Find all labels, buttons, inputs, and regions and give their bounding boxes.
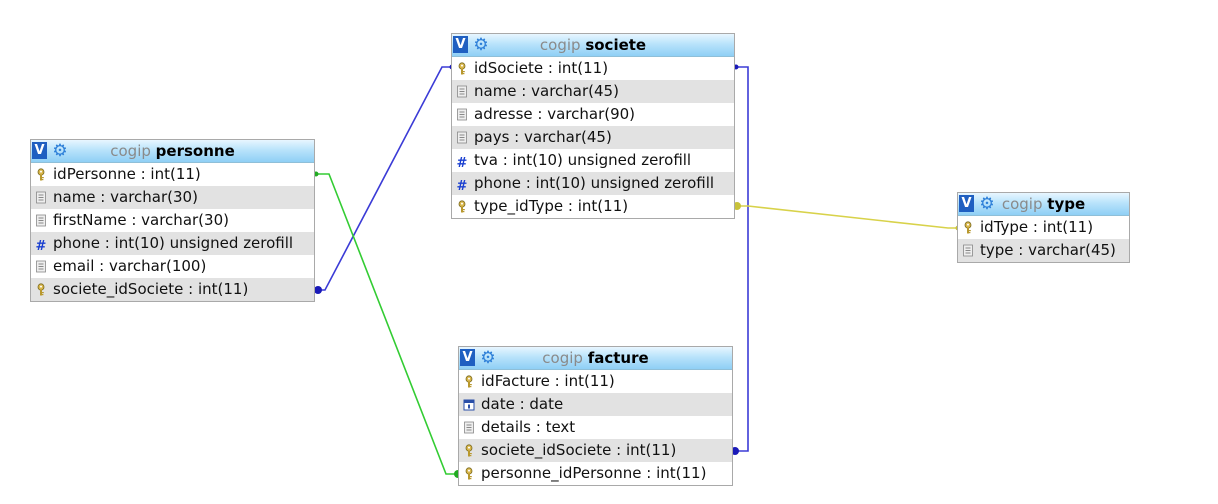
column-row[interactable]: # phone : int(10) unsigned zerofill	[31, 232, 314, 255]
table-societe[interactable]: V ⚙ cogip societe idSociete : int(11) nam…	[451, 33, 735, 219]
column-label: societe_idSociete : int(11)	[481, 441, 677, 459]
relation-personne-facture	[317, 173, 459, 475]
gear-icon[interactable]: ⚙	[480, 348, 496, 368]
column-row[interactable]: email : varchar(100)	[31, 255, 314, 278]
table-name: facture	[587, 349, 649, 367]
relation-societe-type	[735, 205, 959, 229]
column-label: personne_idPersonne : int(11)	[481, 464, 707, 482]
numeric-field-icon: #	[456, 156, 468, 171]
table-header[interactable]: V ⚙ cogip facture	[459, 347, 732, 370]
relation-end-dot	[314, 286, 322, 294]
key-icon	[962, 221, 974, 234]
table-name: type	[1047, 195, 1086, 213]
column-row[interactable]: name : varchar(30)	[31, 186, 314, 209]
gear-icon[interactable]: ⚙	[979, 194, 995, 214]
column-row[interactable]: name : varchar(45)	[452, 80, 734, 103]
text-field-icon	[463, 421, 475, 434]
numeric-field-icon: #	[456, 179, 468, 194]
relation-personne-societe	[317, 66, 451, 291]
column-row[interactable]: idType : int(11)	[958, 216, 1129, 239]
key-icon	[456, 62, 468, 75]
column-label: email : varchar(100)	[53, 257, 207, 275]
column-label: tva : int(10) unsigned zerofill	[474, 151, 692, 169]
column-label: type : varchar(45)	[980, 241, 1116, 259]
date-field-icon	[463, 398, 475, 411]
toggle-columns-button[interactable]: V	[453, 36, 468, 53]
key-icon	[463, 375, 475, 388]
gear-icon[interactable]: ⚙	[52, 141, 68, 161]
toggle-columns-button[interactable]: V	[959, 195, 974, 212]
text-field-icon	[35, 214, 47, 227]
text-field-icon	[456, 108, 468, 121]
key-icon	[463, 467, 475, 480]
column-label: idPersonne : int(11)	[53, 165, 201, 183]
column-label: name : varchar(45)	[474, 82, 619, 100]
column-row[interactable]: firstName : varchar(30)	[31, 209, 314, 232]
column-label: idFacture : int(11)	[481, 372, 615, 390]
table-header[interactable]: V ⚙ cogip type	[958, 193, 1129, 216]
column-label: idType : int(11)	[980, 218, 1094, 236]
database-name: cogip	[110, 142, 151, 160]
text-field-icon	[456, 85, 468, 98]
column-label: details : text	[481, 418, 576, 436]
relation-end-dot	[733, 202, 741, 210]
column-row[interactable]: personne_idPersonne : int(11)	[459, 462, 732, 485]
table-type[interactable]: V ⚙ cogip type idType : int(11) type : va…	[957, 192, 1130, 263]
database-name: cogip	[1001, 195, 1043, 213]
table-header[interactable]: V ⚙ cogip societe	[452, 34, 734, 57]
column-label: phone : int(10) unsigned zerofill	[53, 234, 294, 252]
table-facture[interactable]: V ⚙ cogip facture idFacture : int(11) dat…	[458, 346, 733, 486]
database-name: cogip	[542, 349, 583, 367]
column-label: phone : int(10) unsigned zerofill	[474, 174, 715, 192]
numeric-field-icon: #	[35, 239, 47, 254]
column-label: name : varchar(30)	[53, 188, 198, 206]
column-row[interactable]: type_idType : int(11)	[452, 195, 734, 218]
column-label: adresse : varchar(90)	[474, 105, 636, 123]
column-label: date : date	[481, 395, 564, 413]
toggle-columns-button[interactable]: V	[460, 349, 475, 366]
key-icon	[463, 444, 475, 457]
table-name: personne	[155, 142, 235, 160]
key-icon	[456, 200, 468, 213]
column-label: type_idType : int(11)	[474, 197, 629, 215]
database-name: cogip	[539, 36, 581, 54]
table-name: societe	[585, 36, 647, 54]
column-row[interactable]: societe_idSociete : int(11)	[31, 278, 314, 301]
toggle-columns-button[interactable]: V	[32, 142, 47, 159]
column-label: firstName : varchar(30)	[53, 211, 229, 229]
column-row[interactable]: idFacture : int(11)	[459, 370, 732, 393]
text-field-icon	[35, 260, 47, 273]
column-row[interactable]: type : varchar(45)	[958, 239, 1129, 262]
column-row[interactable]: # phone : int(10) unsigned zerofill	[452, 172, 734, 195]
column-label: idSociete : int(11)	[474, 59, 609, 77]
text-field-icon	[35, 191, 47, 204]
table-header[interactable]: V ⚙ cogip personne	[31, 140, 314, 163]
column-row[interactable]: details : text	[459, 416, 732, 439]
table-personne[interactable]: V ⚙ cogip personne idPersonne : int(11) n…	[30, 139, 315, 302]
relation-end-dot	[731, 447, 739, 455]
column-row[interactable]: idPersonne : int(11)	[31, 163, 314, 186]
column-row[interactable]: societe_idSociete : int(11)	[459, 439, 732, 462]
column-row[interactable]: adresse : varchar(90)	[452, 103, 734, 126]
column-row[interactable]: idSociete : int(11)	[452, 57, 734, 80]
column-row[interactable]: date : date	[459, 393, 732, 416]
column-row[interactable]: # tva : int(10) unsigned zerofill	[452, 149, 734, 172]
text-field-icon	[456, 131, 468, 144]
key-icon	[35, 283, 47, 296]
key-icon	[35, 168, 47, 181]
column-label: pays : varchar(45)	[474, 128, 612, 146]
relation-societe-facture	[734, 66, 749, 452]
gear-icon[interactable]: ⚙	[473, 35, 489, 55]
column-label: societe_idSociete : int(11)	[53, 280, 249, 298]
text-field-icon	[962, 244, 974, 257]
column-row[interactable]: pays : varchar(45)	[452, 126, 734, 149]
